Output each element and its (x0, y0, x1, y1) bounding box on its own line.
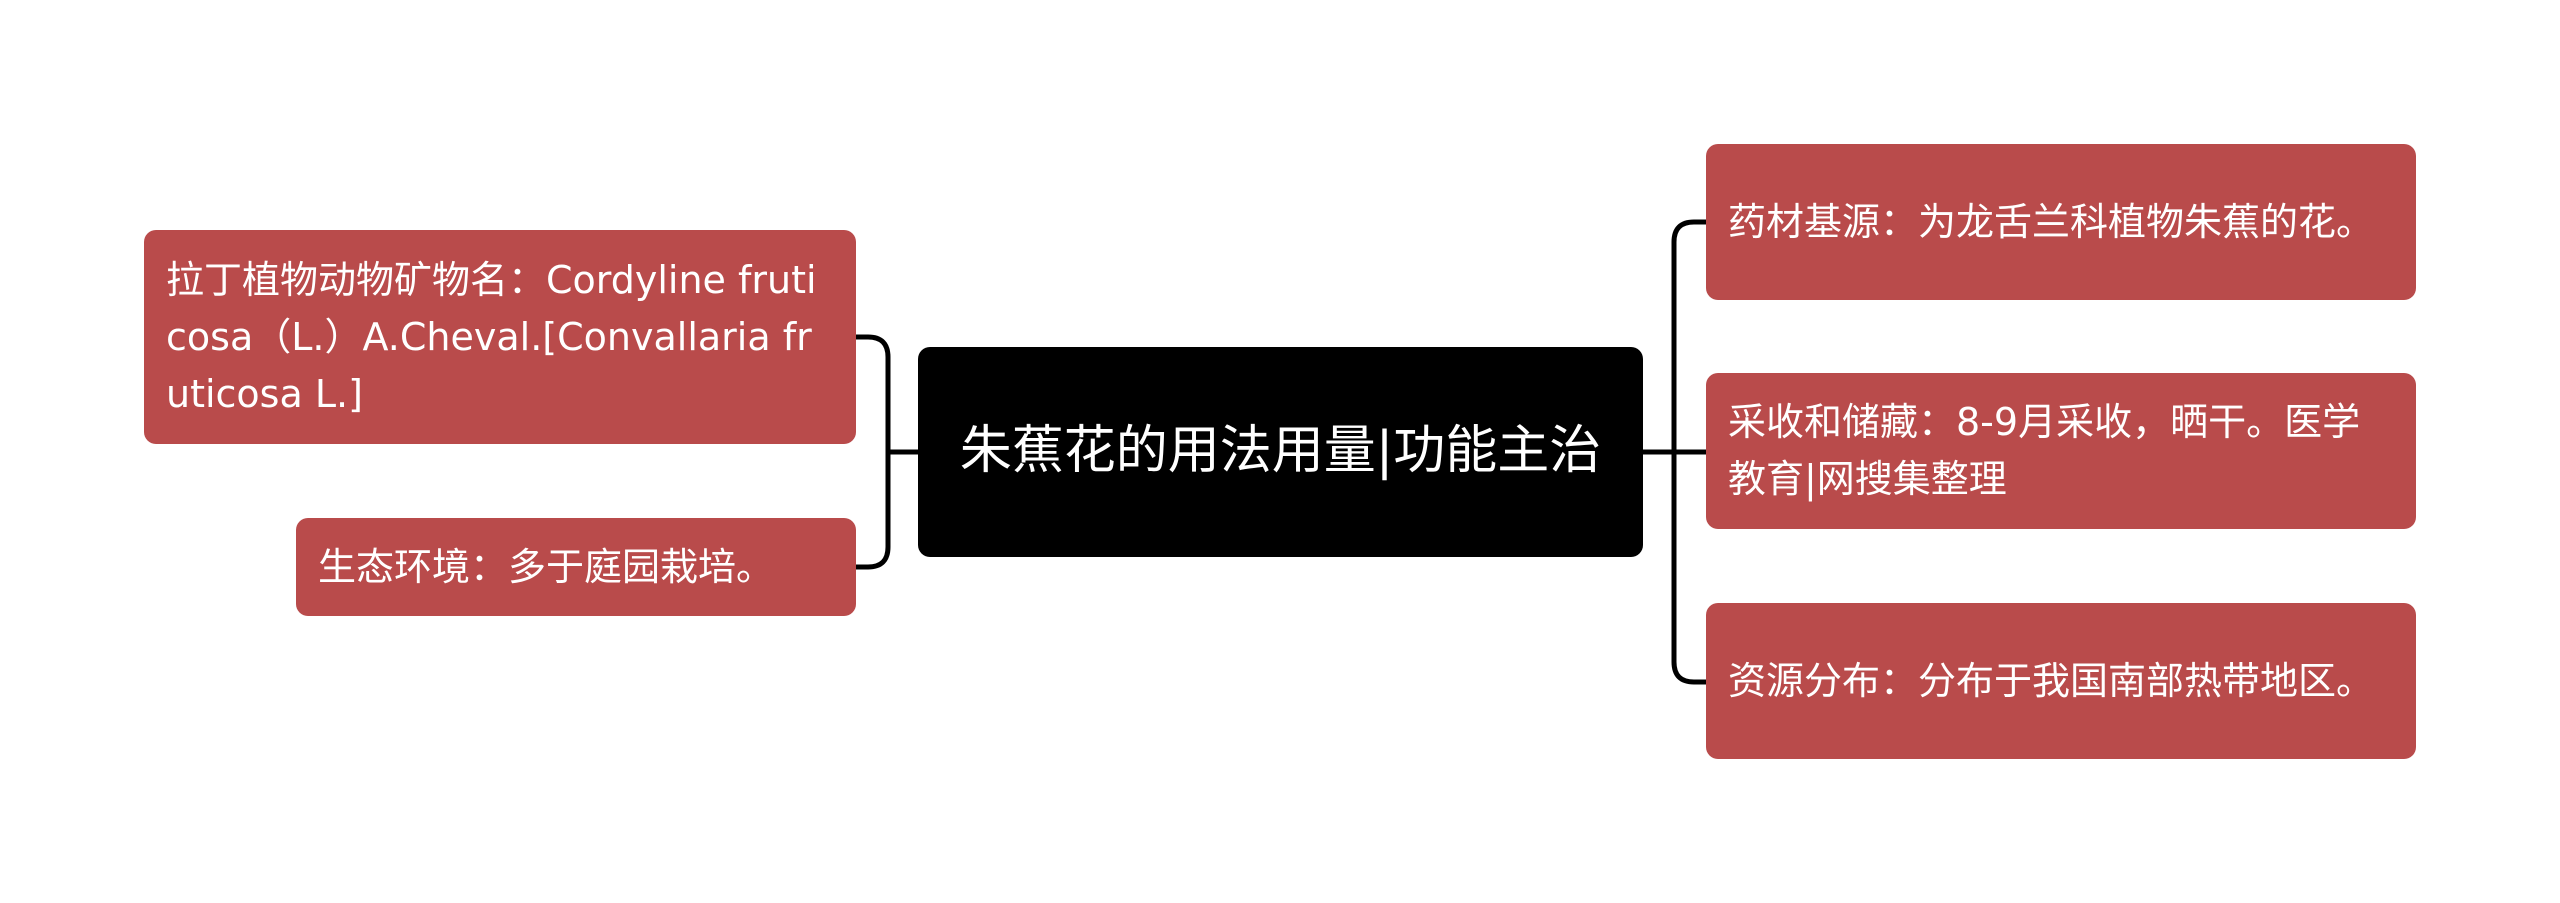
root-topic-label: 朱蕉花的用法用量|功能主治 (959, 421, 1602, 482)
topic-harvest-storage[interactable]: 采收和储藏：8-9月采收，晒干。医学教育|网搜集整理 (1706, 373, 2416, 529)
topic-distribution-label: 资源分布：分布于我国南部热带地区。 (1728, 658, 2375, 703)
connector-right-dist (1671, 449, 1709, 685)
topic-medicinal-source[interactable]: 药材基源：为龙舌兰科植物朱蕉的花。 (1706, 144, 2416, 300)
connector-left-eco (853, 449, 891, 570)
topic-latin-name-label: 拉丁植物动物矿物名：Cordyline fruticosa（L.）A.Cheva… (166, 257, 817, 416)
connector-right-source (1671, 219, 1709, 455)
topic-medicinal-source-label: 药材基源：为龙舌兰科植物朱蕉的花。 (1728, 199, 2375, 244)
topic-distribution[interactable]: 资源分布：分布于我国南部热带地区。 (1706, 603, 2416, 759)
topic-ecology-label: 生态环境：多于庭园栽培。 (318, 544, 775, 589)
root-topic[interactable]: 朱蕉花的用法用量|功能主治 (918, 347, 1643, 557)
topic-latin-name[interactable]: 拉丁植物动物矿物名：Cordyline fruticosa（L.）A.Cheva… (144, 230, 856, 444)
topic-ecology[interactable]: 生态环境：多于庭园栽培。 (296, 518, 856, 616)
topic-harvest-storage-label: 采收和储藏：8-9月采收，晒干。医学教育|网搜集整理 (1728, 400, 2361, 501)
connector-left-latin (853, 334, 891, 455)
